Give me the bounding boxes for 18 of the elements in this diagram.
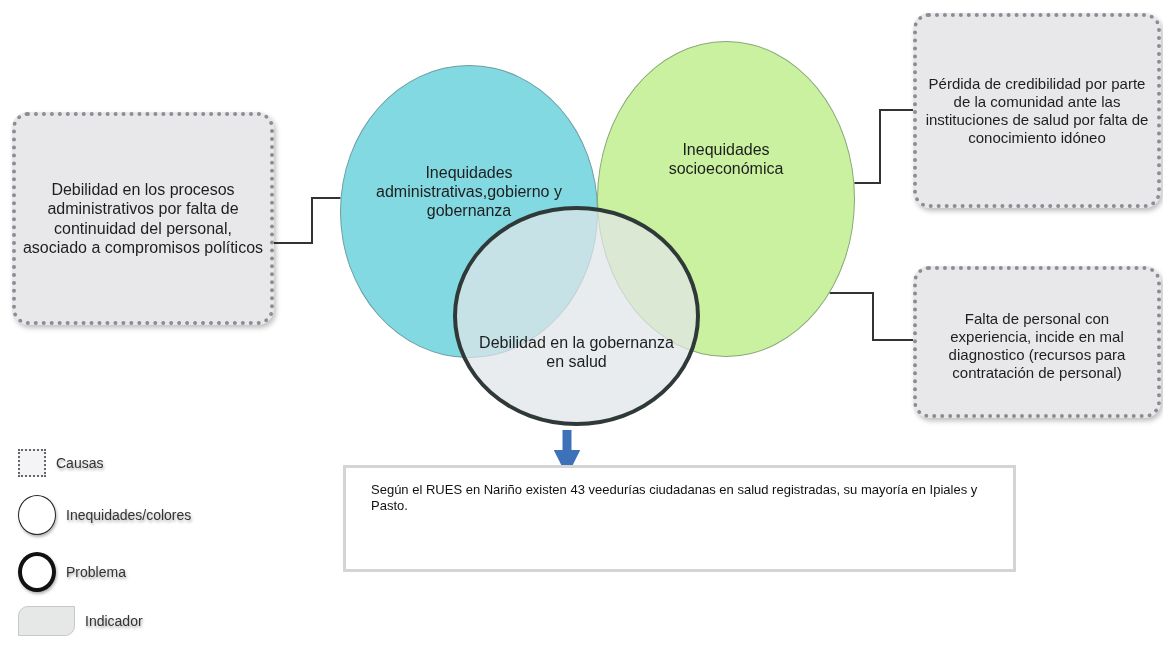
cause-box <box>913 13 1161 208</box>
cause-box <box>12 112 274 325</box>
cause-box <box>913 266 1161 418</box>
node-text: Inequidades administrativas,gobierno y gobernanza <box>375 162 563 221</box>
connector-line <box>828 292 914 341</box>
node-text: Pérdida de credibilidad por parte de la comunidad ante las instituciones de salud por falta de conocimiento idóneo <box>924 74 1150 147</box>
node-text: Falta de personal con experiencia, incide en mal diagnostico (recursos para contratación de personal) <box>947 310 1127 382</box>
indicator-box <box>343 465 1016 572</box>
node-text: Según el RUES en Nariño existen 43 veedurías ciudadanas en salud registradas, su mayoría en Ipiales y Pasto. <box>371 482 979 514</box>
legend-label: Indicador <box>85 613 143 629</box>
legend-label: Problema <box>66 564 126 580</box>
node-text: Inequidades socioeconómica <box>667 139 785 179</box>
legend-label: Causas <box>56 455 104 471</box>
connector-line <box>273 197 342 244</box>
node-text: Debilidad en los procesos administrativos por falta de continuidad del personal, asociado a compromisos políticos <box>22 180 264 257</box>
node-text: Debilidad en la gobernanza en salud <box>478 332 675 372</box>
connector-line <box>853 109 914 184</box>
legend-label: Inequidades/colores <box>66 507 192 523</box>
